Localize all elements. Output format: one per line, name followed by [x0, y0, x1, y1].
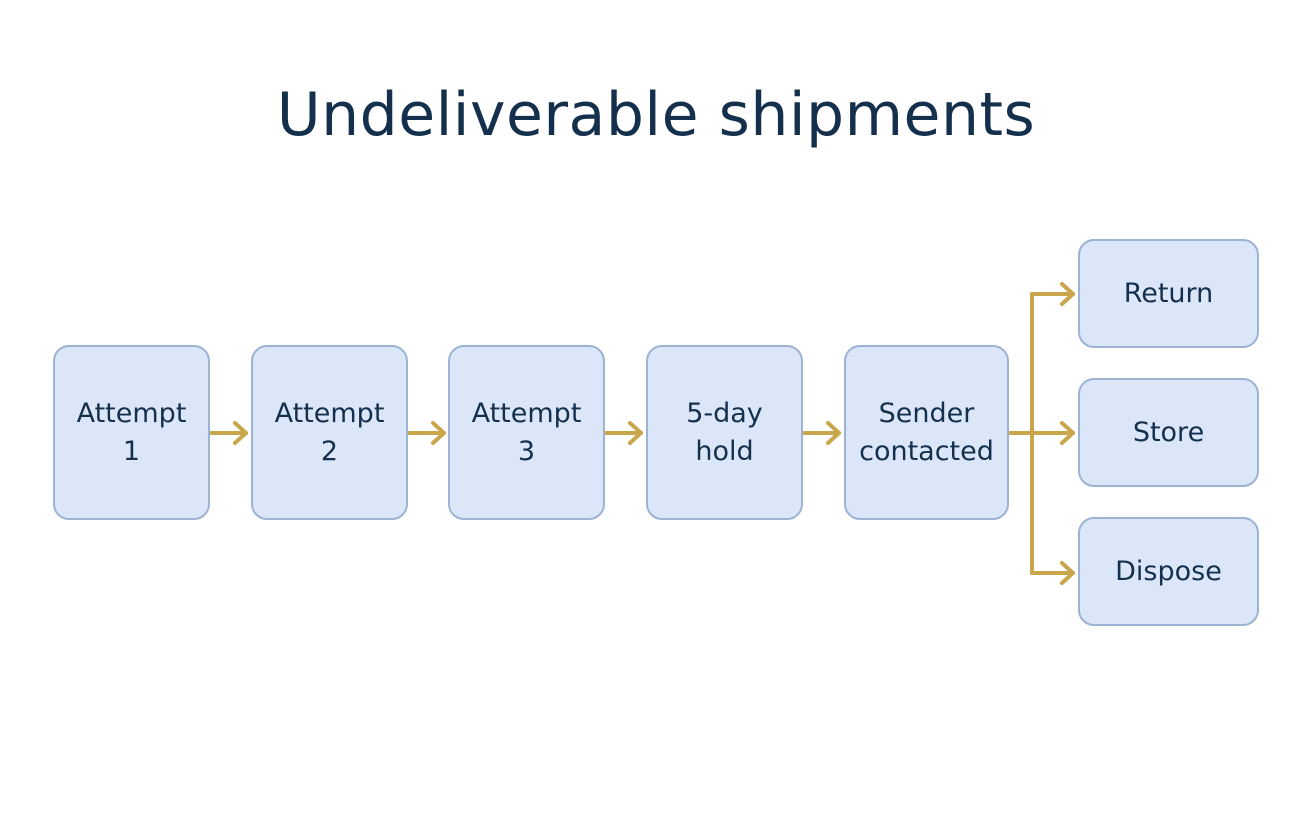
node-sender-contacted: Sender contacted — [844, 345, 1009, 520]
node-label: Dispose — [1115, 555, 1222, 587]
arrow-sender-contacted-to-return — [1030, 282, 1075, 306]
node-return: Return — [1078, 239, 1259, 348]
arrow-hold-to-sender-contacted — [802, 421, 841, 445]
node-label: Store — [1132, 416, 1205, 448]
node-label: 5-day hold — [686, 397, 763, 467]
node-attempt-2: Attempt 2 — [251, 345, 408, 520]
node-attempt-3: Attempt 3 — [448, 345, 605, 520]
node-hold: 5-day hold — [646, 345, 803, 520]
arrow-attempt-2-to-attempt-3 — [407, 421, 446, 445]
arrow-attempt-1-to-attempt-2 — [209, 421, 248, 445]
node-dispose: Dispose — [1078, 517, 1259, 626]
node-label: Attempt 1 — [76, 397, 187, 467]
node-label: Attempt 2 — [274, 397, 385, 467]
node-store: Store — [1078, 378, 1259, 487]
node-attempt-1: Attempt 1 — [53, 345, 210, 520]
node-label: Return — [1123, 277, 1214, 309]
arrow-sender-contacted-to-dispose — [1030, 561, 1075, 585]
arrow-attempt-3-to-hold — [604, 421, 643, 445]
node-label: Sender contacted — [859, 397, 994, 467]
node-label: Attempt 3 — [471, 397, 582, 467]
branch-connector — [1008, 292, 1034, 575]
page-title: Undeliverable shipments — [276, 80, 1036, 150]
arrow-sender-contacted-to-store — [1030, 421, 1075, 445]
